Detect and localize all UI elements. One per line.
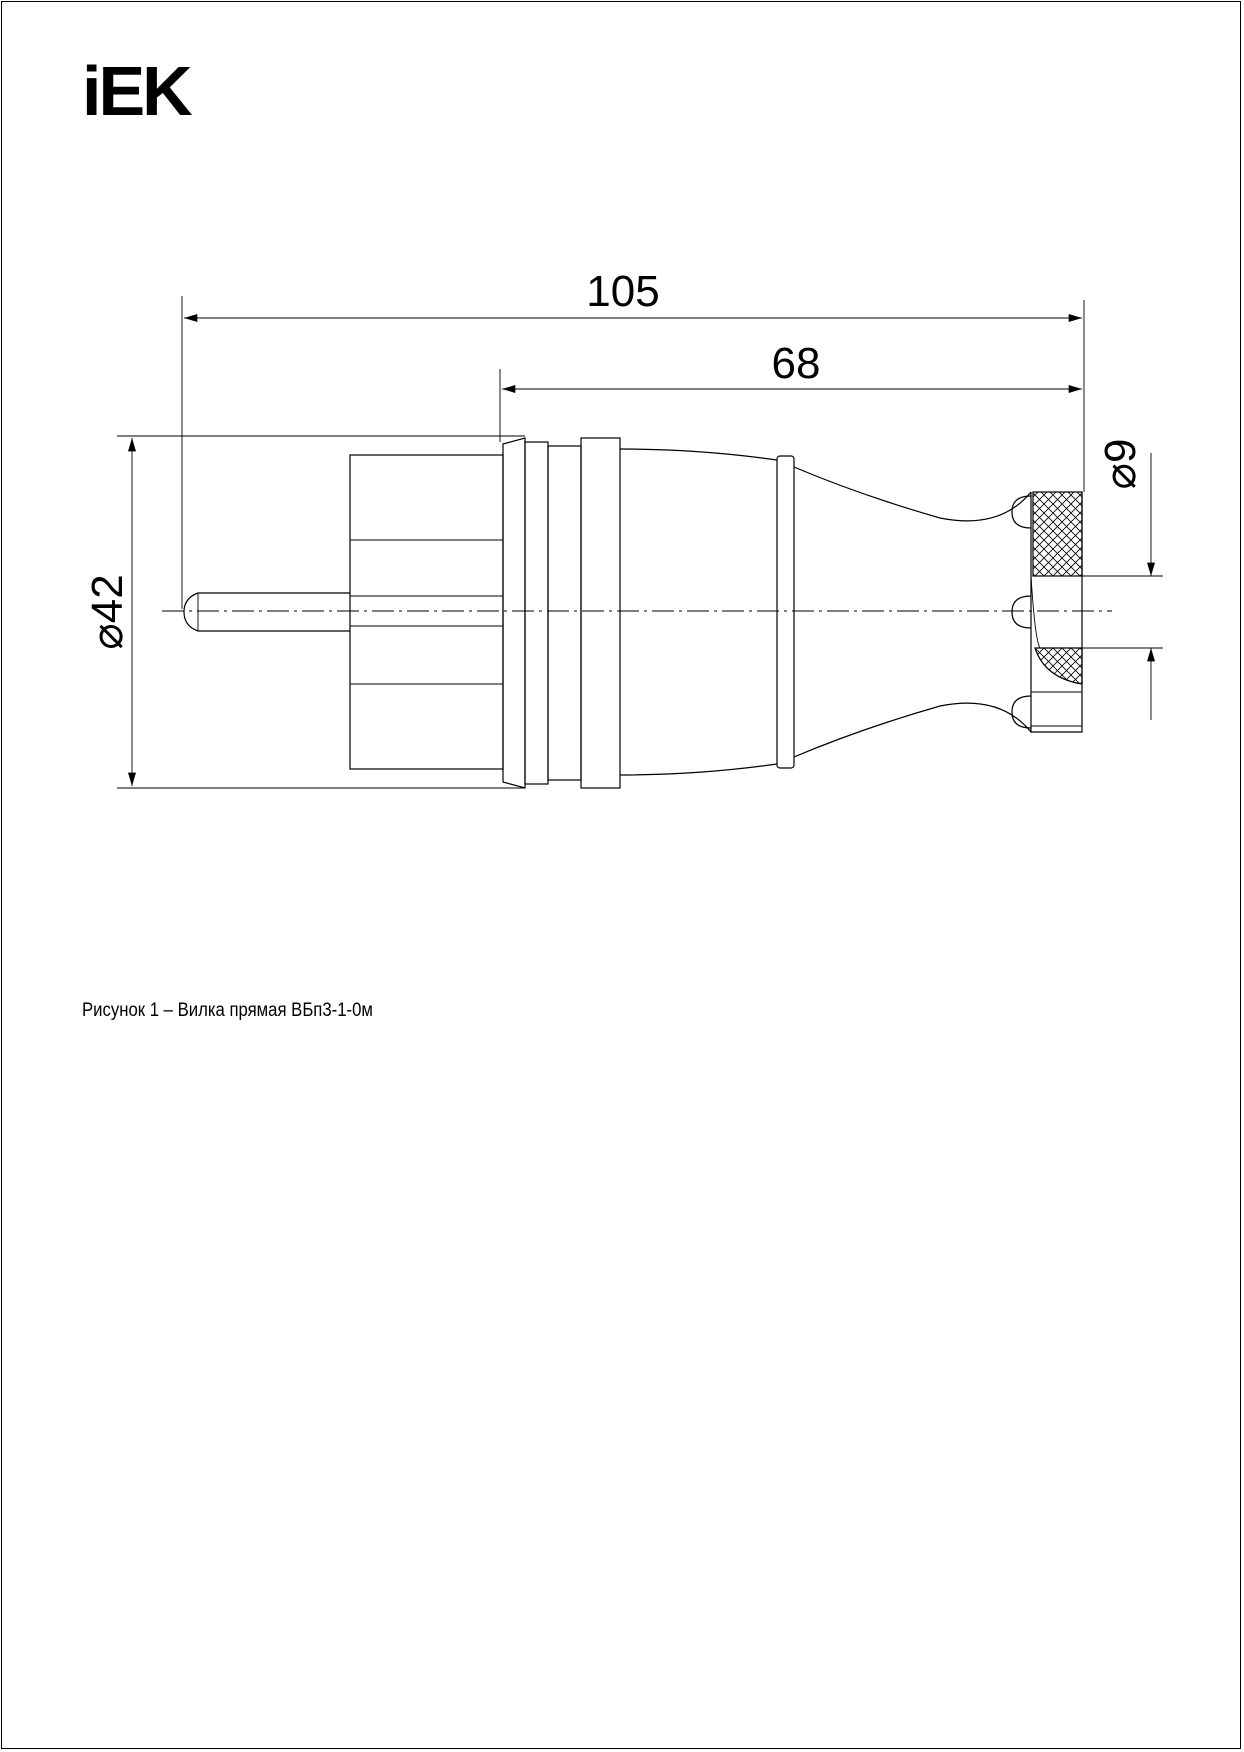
dimension-105: 105 <box>181 267 1085 609</box>
dimension-diameter-42: ⌀42 <box>83 435 525 789</box>
figure-caption: Рисунок 1 – Вилка прямая ВБп3-1-0м <box>82 1000 373 1021</box>
iek-logo: iEK <box>82 52 192 130</box>
dimension-68-label: 68 <box>772 339 821 388</box>
dimension-42-label: ⌀42 <box>83 574 132 649</box>
plug-body <box>183 437 1083 789</box>
dimension-68: 68 <box>499 339 1082 442</box>
dimension-diameter-9: ⌀9 <box>1082 439 1163 720</box>
dimension-9-label: ⌀9 <box>1096 439 1145 490</box>
dimension-105-label: 105 <box>586 267 659 316</box>
